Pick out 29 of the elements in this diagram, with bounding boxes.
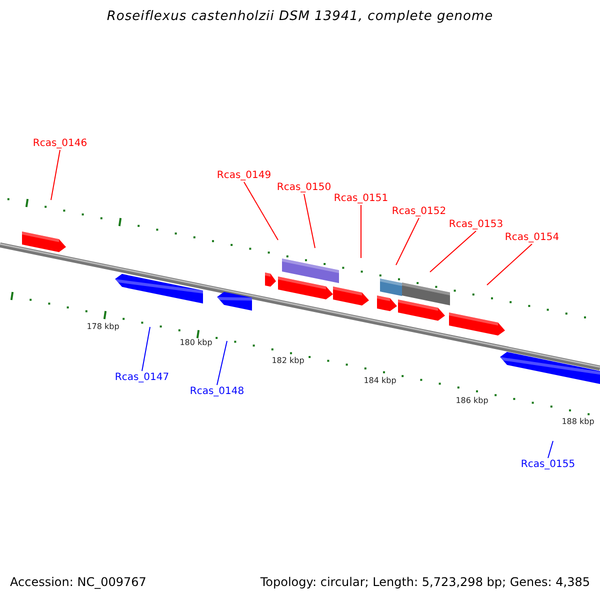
scale-label: 184 kbp <box>364 377 396 386</box>
leader-line <box>216 340 228 386</box>
leader-line <box>486 244 532 286</box>
scale-label: 188 kbp <box>562 418 594 427</box>
leader-line <box>244 182 278 240</box>
leader-line <box>360 204 362 258</box>
gene-label: Rcas_0148 <box>190 386 244 397</box>
scale-label: 182 kbp <box>272 357 304 366</box>
scale-label: 178 kbp <box>86 323 120 332</box>
leader-line <box>548 440 554 458</box>
footer-text: Accession: NC_009767 <box>10 576 146 590</box>
scale-label: 186 kbp <box>456 397 488 406</box>
leader-line <box>142 326 150 372</box>
gene-label: Rcas_0150 <box>276 182 332 193</box>
footer-text: Topology: circular; Length: 5,723,298 bp; Genes: 4,385 <box>260 576 590 590</box>
gene-label: Rcas_0146 <box>32 138 88 149</box>
leader-line <box>430 230 476 272</box>
gene-label: Rcas_0153 <box>448 219 504 230</box>
gene-label: Rcas_0152 <box>392 206 446 217</box>
gene-label: Rcas_0154 <box>504 232 560 243</box>
scale-label: 180 kbp <box>180 339 212 348</box>
gene-label: Rcas_0147 <box>114 372 170 383</box>
leader-line <box>396 218 420 266</box>
title: Roseiflexus castenholzii DSM 13941, complete genome <box>106 10 494 24</box>
leader-line <box>50 150 60 200</box>
leader-line <box>304 194 316 248</box>
gene-label: Rcas_0155 <box>520 459 576 470</box>
gene-label: Rcas_0149 <box>216 170 272 181</box>
gene-label: Rcas_0151 <box>334 193 388 204</box>
